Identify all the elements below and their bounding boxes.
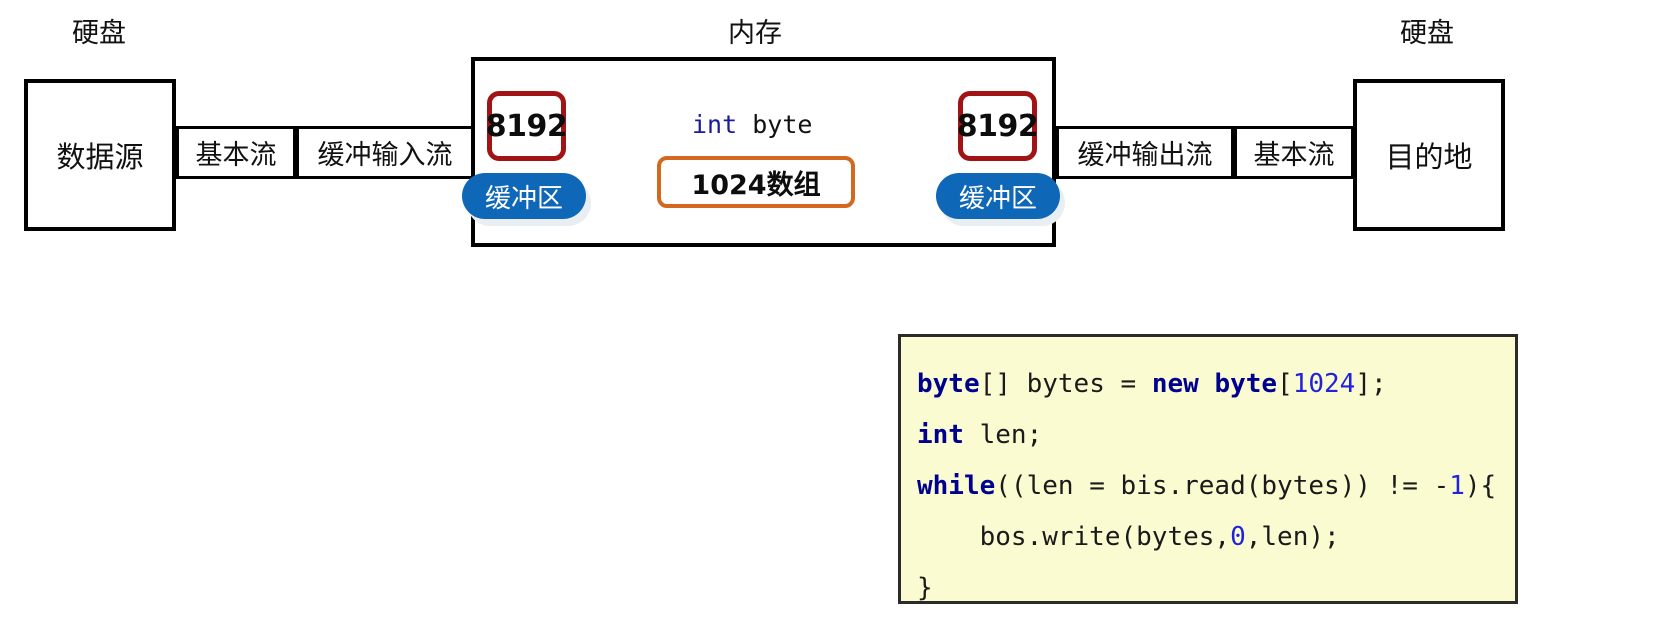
- array-type-label: int byte: [692, 110, 812, 139]
- input-buffer-pill: 缓冲区: [462, 173, 586, 219]
- code-token: bos.write(bytes,: [917, 522, 1231, 552]
- caption-memory: 内存: [728, 18, 782, 49]
- array-box: 1024数组: [657, 156, 855, 208]
- code-line: bos.write(bytes,0,len);: [917, 512, 1515, 563]
- input-buffer-size-box: 8192: [486, 91, 568, 161]
- code-line: }: [917, 563, 1515, 603]
- code-token: while: [917, 471, 996, 501]
- array-type-space: [737, 110, 752, 139]
- output-buffer-pill: 缓冲区: [936, 173, 1060, 219]
- code-token: new: [1151, 369, 1199, 399]
- code-token: [] bytes =: [979, 369, 1152, 399]
- code-line: int len;: [917, 410, 1515, 461]
- code-token: 0: [1230, 522, 1246, 552]
- code-token: byte: [1214, 369, 1278, 399]
- code-token: 1024: [1292, 369, 1356, 399]
- stream-cell-basic-in: 基本流: [176, 126, 296, 179]
- code-token: ((len = bis.read(bytes)) !=: [995, 471, 1434, 501]
- array-type-keyword: int: [692, 110, 738, 139]
- source-box: 数据源: [24, 79, 176, 231]
- output-buffer-size-box: 8192: [957, 91, 1039, 161]
- code-token: ){: [1464, 471, 1497, 501]
- code-token: int: [917, 420, 964, 450]
- caption-right-disk: 硬盘: [1400, 18, 1454, 49]
- array-type-name: byte: [752, 110, 813, 139]
- stream-cell-buffered-out: 缓冲输出流: [1056, 126, 1234, 179]
- code-token: ,len);: [1245, 522, 1340, 552]
- code-token: 1: [1449, 471, 1465, 501]
- stream-cell-buffered-in: 缓冲输入流: [296, 126, 474, 179]
- code-token: }: [917, 573, 933, 603]
- code-line: while((len = bis.read(bytes)) != -1){: [917, 461, 1515, 512]
- code-token: byte: [917, 369, 980, 399]
- code-token: len;: [963, 420, 1043, 450]
- code-token: [: [1277, 369, 1293, 399]
- code-line: byte[] bytes = new byte[1024];: [917, 359, 1515, 410]
- code-block: byte[] bytes = new byte[1024];int len;wh…: [898, 334, 1518, 604]
- destination-box: 目的地: [1353, 79, 1505, 231]
- code-token: ];: [1355, 369, 1387, 399]
- stream-cell-basic-out: 基本流: [1234, 126, 1354, 179]
- code-token: [1199, 369, 1215, 399]
- caption-left-disk: 硬盘: [72, 18, 126, 49]
- code-token: -: [1433, 471, 1450, 501]
